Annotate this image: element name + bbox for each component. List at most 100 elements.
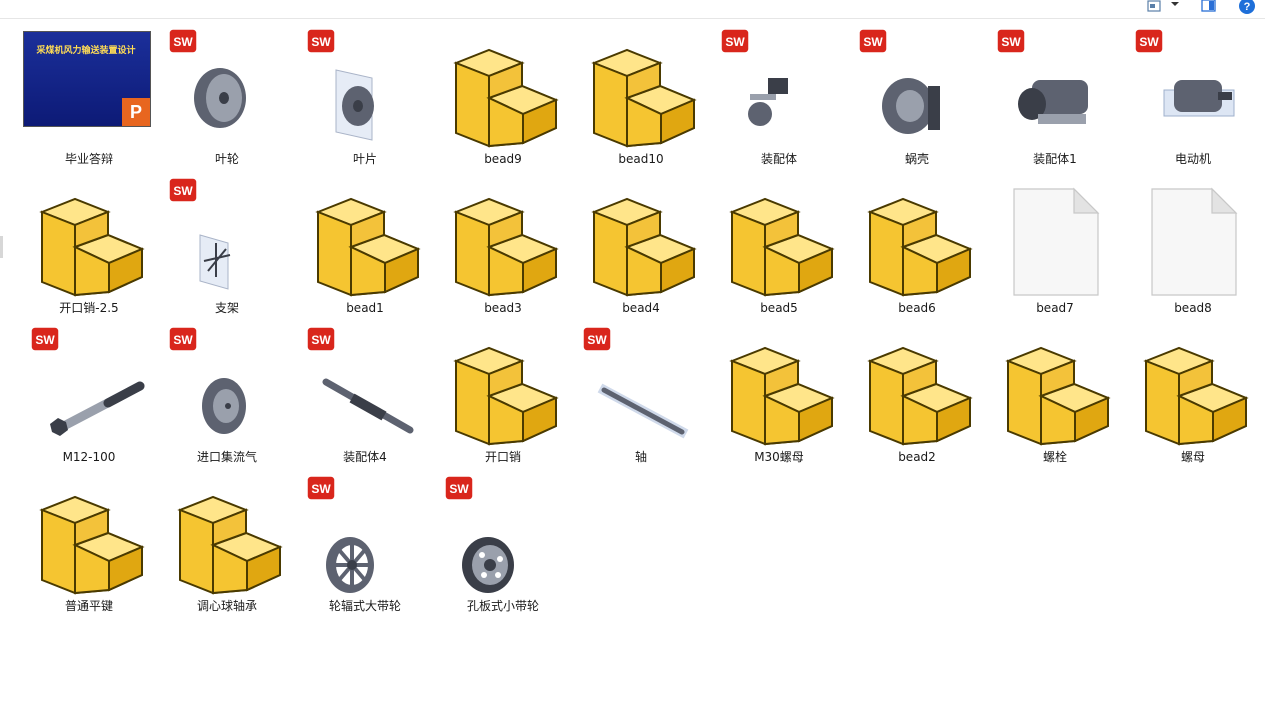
chevron-down-icon[interactable] [1168, 0, 1186, 15]
file-thumbnail [444, 177, 562, 297]
solidworks-model-thumbnail [326, 537, 374, 593]
generic-part-icon [591, 197, 697, 297]
generic-part-icon [591, 48, 697, 148]
generic-part-icon [39, 495, 145, 595]
file-item[interactable]: 普通平键 [20, 475, 158, 623]
solidworks-model-thumbnail [194, 68, 246, 128]
file-item[interactable]: SW 进口集流气 [158, 326, 296, 474]
file-item[interactable]: bead3 [434, 177, 572, 325]
file-item[interactable]: SW 轴 [572, 326, 710, 474]
view-options-icon[interactable] [1146, 0, 1164, 15]
generic-part-icon [39, 197, 145, 297]
file-item[interactable]: SW 装配体 [710, 28, 848, 176]
file-item[interactable]: bead8 [1124, 177, 1262, 325]
file-name: 螺栓 [1042, 450, 1067, 464]
generic-part-icon [453, 346, 559, 446]
solidworks-model-thumbnail [1018, 80, 1088, 124]
file-name: 普通平键 [64, 599, 113, 613]
generic-part-icon [453, 48, 559, 148]
pane-resize-grip[interactable] [0, 236, 3, 258]
svg-text:SW: SW [35, 333, 55, 347]
generic-part-icon [867, 197, 973, 297]
file-name: bead5 [760, 301, 798, 315]
file-thumbnail: SW [30, 326, 148, 446]
file-item[interactable]: SW M12-100 [20, 326, 158, 474]
file-item[interactable]: 采煤机风力输送装置设计 P 毕业答辩 [20, 28, 158, 176]
file-thumbnail: SW [168, 326, 286, 446]
file-name: 装配体4 [343, 450, 387, 464]
solidworks-model-thumbnail [322, 378, 414, 434]
file-item[interactable]: bead1 [296, 177, 434, 325]
file-name: 调心球轴承 [196, 599, 257, 613]
file-item[interactable]: 开口销-2.5 [20, 177, 158, 325]
solidworks-model-thumbnail [50, 381, 145, 436]
generic-part-icon [729, 346, 835, 446]
solidworks-model-thumbnail [1163, 80, 1235, 117]
generic-part-icon [867, 346, 973, 446]
solidworks-model-thumbnail [882, 78, 940, 134]
file-item[interactable]: 螺母 [1124, 326, 1262, 474]
file-item[interactable]: SW 支架 [158, 177, 296, 325]
file-item[interactable]: bead4 [572, 177, 710, 325]
powerpoint-icon: P [122, 98, 150, 126]
file-thumbnail: SW [168, 177, 286, 297]
solidworks-model-thumbnail [597, 383, 689, 439]
file-name: bead9 [484, 152, 522, 166]
file-item[interactable]: SW 蜗壳 [848, 28, 986, 176]
generic-part-icon [1005, 346, 1111, 446]
file-thumbnail [858, 326, 976, 446]
file-thumbnail [996, 326, 1114, 446]
file-item[interactable]: 螺栓 [986, 326, 1124, 474]
generic-part-icon [453, 197, 559, 297]
file-name: 螺母 [1180, 450, 1205, 464]
slide-title: 采煤机风力输送装置设计 [36, 46, 136, 56]
file-item[interactable]: bead10 [572, 28, 710, 176]
file-name: 电动机 [1174, 152, 1211, 166]
file-item[interactable]: SW 轮辐式大带轮 [296, 475, 434, 623]
help-icon[interactable]: ? [1238, 0, 1256, 15]
file-name: M12-100 [62, 450, 116, 464]
file-item[interactable]: bead5 [710, 177, 848, 325]
blank-file-icon [1151, 187, 1238, 296]
file-name: 开口销-2.5 [59, 301, 119, 315]
file-grid: 采煤机风力输送装置设计 P 毕业答辩 SW 叶轮 SW 叶片 bead9 bea… [20, 28, 1260, 718]
file-name: bead4 [622, 301, 660, 315]
solidworks-icon: SW [444, 475, 474, 501]
file-name: bead3 [484, 301, 522, 315]
blank-file-icon [1013, 187, 1100, 296]
file-item[interactable]: SW 叶轮 [158, 28, 296, 176]
file-item[interactable]: bead2 [848, 326, 986, 474]
file-name: bead10 [618, 152, 664, 166]
file-thumbnail [1134, 177, 1252, 297]
preview-pane-icon[interactable] [1200, 0, 1218, 15]
file-name: M30螺母 [754, 450, 804, 464]
file-item[interactable]: SW 孔板式小带轮 [434, 475, 572, 623]
file-thumbnail [582, 28, 700, 148]
file-item[interactable]: M30螺母 [710, 326, 848, 474]
solidworks-icon: SW [306, 28, 336, 54]
svg-text:SW: SW [449, 482, 469, 496]
file-item[interactable]: bead9 [434, 28, 572, 176]
solidworks-model-thumbnail [335, 69, 374, 141]
file-name: bead7 [1036, 301, 1074, 315]
svg-text:SW: SW [311, 333, 331, 347]
file-name: 轮辐式大带轮 [328, 599, 401, 613]
file-item[interactable]: SW 装配体1 [986, 28, 1124, 176]
file-item[interactable]: bead7 [986, 177, 1124, 325]
generic-part-icon [315, 197, 421, 297]
file-thumbnail: SW [168, 28, 286, 148]
file-item[interactable]: 开口销 [434, 326, 572, 474]
svg-text:?: ? [1244, 1, 1251, 13]
solidworks-icon: SW [996, 28, 1026, 54]
svg-text:SW: SW [173, 333, 193, 347]
file-thumbnail [996, 177, 1114, 297]
file-name: bead6 [898, 301, 936, 315]
file-name: 叶片 [352, 152, 377, 166]
file-item[interactable]: SW 装配体4 [296, 326, 434, 474]
solidworks-icon: SW [30, 326, 60, 352]
file-item[interactable]: SW 叶片 [296, 28, 434, 176]
file-name: bead1 [346, 301, 384, 315]
file-item[interactable]: SW 电动机 [1124, 28, 1262, 176]
file-item[interactable]: 调心球轴承 [158, 475, 296, 623]
file-item[interactable]: bead6 [848, 177, 986, 325]
